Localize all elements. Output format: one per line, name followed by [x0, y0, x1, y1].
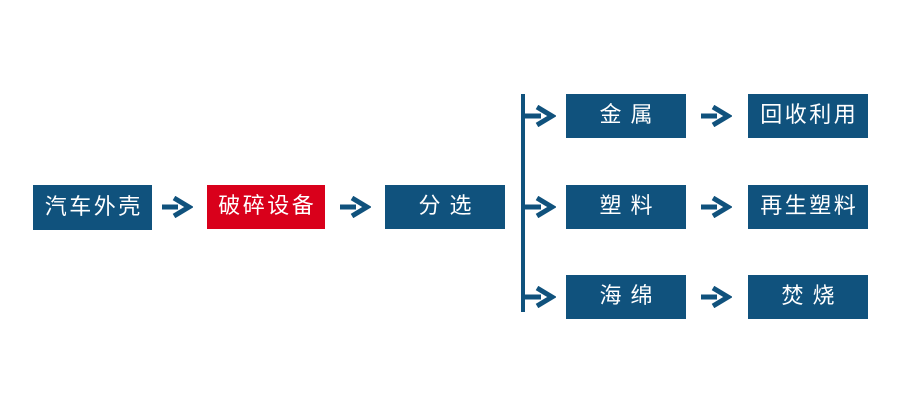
node-label: 焚烧: [781, 284, 844, 309]
node-crusher: 破碎设备: [207, 185, 325, 229]
node-label: 金属: [599, 103, 662, 128]
node-label: 汽车外壳: [44, 194, 143, 220]
node-label: 分选: [418, 194, 481, 219]
node-incineration: 焚烧: [748, 275, 868, 319]
node-plastic: 塑料: [566, 185, 686, 229]
arrow-right-icon: [525, 196, 556, 218]
arrow-right-icon: [162, 196, 193, 218]
node-label: 破碎设备: [218, 194, 317, 219]
node-label: 再生塑料: [760, 194, 859, 219]
node-metal: 金属: [566, 94, 686, 138]
arrow-right-icon: [701, 105, 732, 127]
arrow-right-icon: [525, 286, 556, 308]
node-recycled-plastic: 再生塑料: [748, 185, 868, 229]
node-sorter: 分选: [385, 185, 505, 229]
arrow-right-icon: [525, 105, 556, 127]
branch-trunk-line: [521, 94, 525, 312]
node-label: 回收利用: [760, 103, 859, 128]
node-sponge: 海绵: [566, 275, 686, 319]
node-car-shell: 汽车外壳: [33, 185, 152, 230]
node-label: 海绵: [599, 284, 662, 309]
arrow-right-icon: [701, 196, 732, 218]
node-label: 塑料: [599, 194, 662, 219]
arrow-right-icon: [340, 196, 371, 218]
arrow-right-icon: [701, 286, 732, 308]
node-recycle-use: 回收利用: [748, 94, 868, 138]
